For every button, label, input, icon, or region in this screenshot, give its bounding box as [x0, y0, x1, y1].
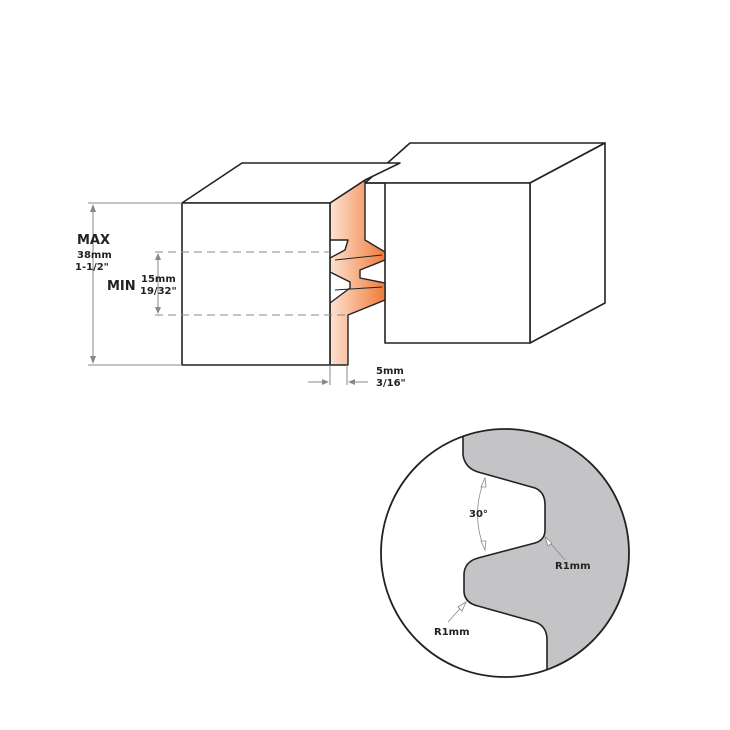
min-in: 19/32": [140, 286, 177, 297]
radius-label-top: R1mm: [555, 561, 591, 572]
radius-label-bottom: R1mm: [434, 627, 470, 638]
detail-view: [380, 428, 630, 678]
joint-profile: [329, 179, 386, 366]
offset-in: 3/16": [376, 378, 406, 389]
offset-mm: 5mm: [376, 366, 404, 377]
min-mm: 15mm: [141, 274, 176, 285]
min-label: MIN: [107, 279, 136, 294]
max-label: MAX: [77, 233, 110, 248]
max-in: 1-1/2": [75, 262, 109, 273]
right-block: [364, 142, 606, 344]
dimension-lines: [88, 202, 368, 385]
angle-label: 30°: [469, 509, 488, 520]
left-block: [181, 162, 401, 366]
dimension-arrows: [90, 204, 355, 385]
max-mm: 38mm: [77, 250, 112, 261]
